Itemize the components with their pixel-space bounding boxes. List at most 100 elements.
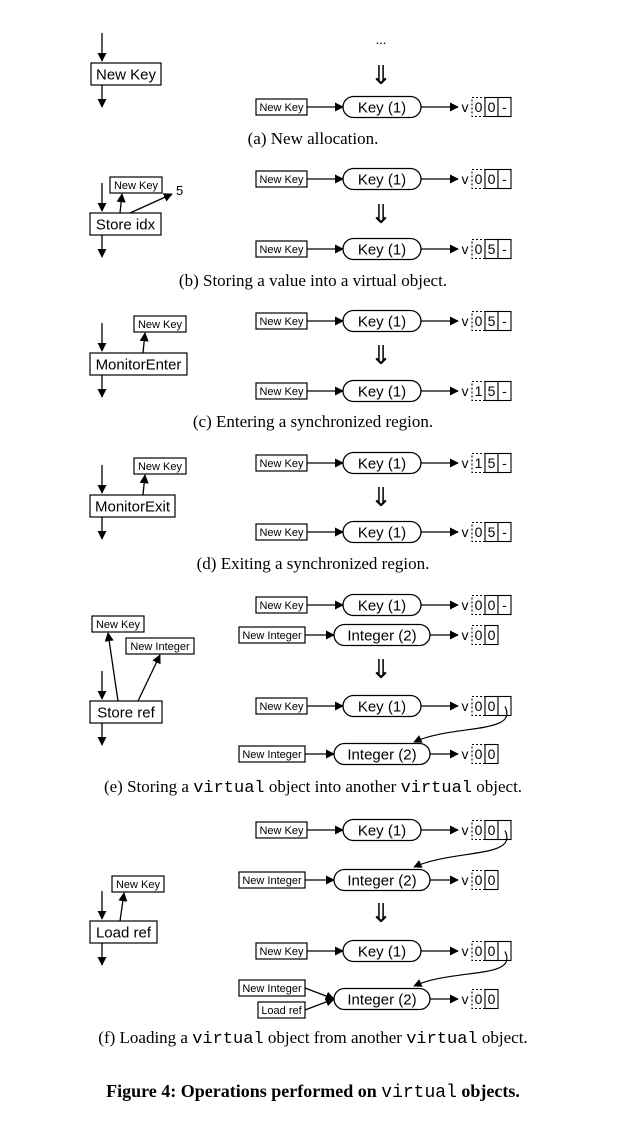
virtual-marker: v (462, 455, 469, 471)
operand-box-label: New Key (96, 619, 141, 631)
operand-edge (137, 654, 161, 702)
caption-text: object. (472, 777, 522, 796)
transition-symbol: ⇓ (370, 60, 392, 90)
operation-node-frame (89, 494, 176, 518)
operand-box: New Key (91, 615, 145, 633)
operand-box-label: New Key (114, 180, 159, 192)
cell-value: 5 (488, 241, 496, 257)
panel-caption: (c) Entering a synchronized region. (193, 412, 433, 431)
input-box: New Key (255, 697, 308, 715)
object-node: Key (1) (342, 167, 422, 191)
panel-caption: (f) Loading a virtual object from anothe… (98, 1028, 527, 1049)
caption-code: virtual (193, 779, 264, 798)
object-node: Key (1) (342, 520, 422, 544)
transition-arrow: ⇓ (370, 340, 392, 370)
virtual-marker: v (462, 943, 469, 959)
input-box-label: Load ref (261, 1005, 302, 1017)
panel-caption: (e) Storing a virtual object into anothe… (104, 777, 522, 798)
cell-value: 0 (475, 241, 483, 257)
cell-value: - (502, 313, 507, 329)
cell-value: 5 (488, 524, 496, 540)
operation-node: New Key (90, 62, 162, 86)
cell-value: 0 (488, 597, 496, 613)
input-box: New Key (255, 240, 308, 258)
input-box-label: New Key (259, 701, 304, 713)
field-cell (497, 380, 512, 402)
input-box-label: New Integer (242, 983, 302, 995)
operand-edge (139, 474, 149, 496)
cell-value: 0 (488, 171, 496, 187)
object-node-label: Key (1) (358, 456, 406, 473)
cell-value: - (502, 171, 507, 187)
operation-node-label: Load ref (96, 924, 152, 941)
operand-box-label: New Key (116, 879, 161, 891)
transition-arrow: ⇓ (370, 654, 392, 684)
cell-value: 0 (475, 746, 483, 762)
reference-edge (413, 830, 508, 868)
cell-value: 0 (475, 171, 483, 187)
virtual-marker: v (462, 383, 469, 399)
transition-arrow: ⇓ (370, 60, 392, 90)
input-box: New Integer (238, 626, 306, 644)
input-box: New Key (255, 454, 308, 472)
virtual-marker: v (462, 171, 469, 187)
operand-box-label: New Integer (130, 641, 190, 653)
object-node: Key (1) (342, 694, 422, 718)
object-node-label: Key (1) (358, 699, 406, 716)
operand-box-frame (133, 457, 187, 475)
cell-value: 0 (475, 524, 483, 540)
operation-node-frame (89, 352, 188, 376)
operation-node: Store ref (89, 700, 163, 724)
operation-node-frame (89, 920, 158, 944)
caption-code: virtual (401, 779, 472, 798)
operation-node-label: Store idx (96, 216, 156, 233)
virtual-marker: v (462, 241, 469, 257)
cell-value: 5 (488, 313, 496, 329)
field-cell (497, 168, 512, 190)
object-node: Key (1) (342, 237, 422, 261)
object-node-label: Key (1) (358, 100, 406, 117)
input-box: New Key (255, 170, 308, 188)
operand-box: New Key (133, 315, 187, 333)
operation-node-label: MonitorExit (95, 498, 171, 515)
input-box: New Integer (238, 979, 306, 997)
caption-text: object from another (264, 1028, 407, 1047)
header-cell (471, 869, 486, 891)
transition-symbol: ⇓ (370, 654, 392, 684)
object-node-label: Key (1) (358, 598, 406, 615)
field-cell (484, 869, 499, 891)
ellipsis: ... (376, 32, 387, 47)
reference-edge (413, 706, 508, 743)
input-box-label: New Key (259, 946, 304, 958)
input-box: New Key (255, 942, 308, 960)
operand-box-frame (125, 637, 195, 655)
input-box: New Integer (238, 871, 306, 889)
object-node-label: Integer (2) (347, 628, 416, 645)
operand-box: New Key (109, 176, 163, 194)
header-cell (471, 168, 486, 190)
operation-node: Load ref (89, 920, 158, 944)
header-cell (471, 819, 486, 841)
cell-value: 1 (475, 455, 483, 471)
field-cell (497, 819, 512, 841)
header-cell (471, 310, 486, 332)
input-box-label: New Integer (242, 630, 302, 642)
operand-edge (129, 193, 173, 214)
input-box-label: New Key (259, 244, 304, 256)
input-box-label: New Key (259, 316, 304, 328)
header-cell (471, 521, 486, 543)
object-node: Key (1) (342, 451, 422, 475)
input-box-label: New Key (259, 174, 304, 186)
cell-value: 0 (475, 313, 483, 329)
panel-caption: (b) Storing a value into a virtual objec… (179, 271, 447, 290)
